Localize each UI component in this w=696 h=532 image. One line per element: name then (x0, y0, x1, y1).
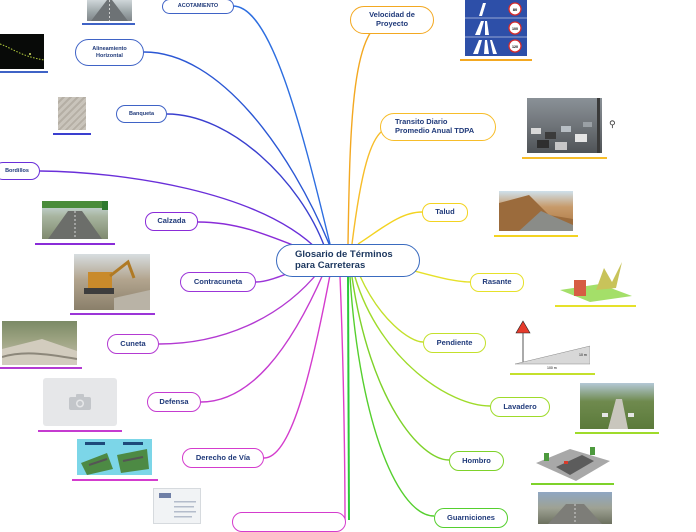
image-contracuneta[interactable] (74, 254, 150, 310)
link-bordillos (39, 170, 321, 253)
speed-sign-label: 120 (512, 45, 518, 49)
image-cuneta[interactable] (2, 321, 77, 365)
speed-sign-120 (508, 39, 522, 53)
topic-label: Bordillos (5, 167, 29, 174)
topic-velocidad-de-proyecto[interactable]: Velocidad de Proyecto (350, 6, 434, 34)
speed-sign-100 (508, 21, 522, 35)
topic-label: ACOTAMIENTO (177, 3, 219, 10)
image-lavadero[interactable] (580, 383, 654, 429)
image-document[interactable] (153, 488, 201, 524)
link-talud (357, 211, 423, 245)
image-talud[interactable] (499, 191, 573, 231)
topic-label: Guarniciones (447, 512, 495, 522)
central-topic-label: Glosario de Términos para Carreteras (295, 248, 393, 271)
topic-alineamiento-horizontal[interactable]: Alineamiento Horizontal (75, 39, 144, 66)
topic-rasante[interactable]: Rasante (470, 273, 524, 292)
topic-label: Cuneta (120, 338, 146, 348)
ditch-photo-icon (2, 339, 77, 365)
image-derecho-de-via[interactable] (77, 439, 152, 475)
image-alineamiento[interactable] (0, 34, 44, 69)
link-acotamiento (232, 5, 331, 245)
link-icon[interactable]: ⚲ (609, 120, 616, 130)
link-defensa (200, 271, 325, 403)
slope-gradient-diagram: 10 m 100 m (515, 320, 590, 370)
topic-guarniciones[interactable]: Guarniciones (434, 508, 508, 528)
image-tdpa-traffic[interactable] (527, 98, 602, 153)
topic-pendiente[interactable]: Pendiente (423, 333, 486, 353)
topic-label: Derecho de Vía (195, 452, 251, 462)
topic-tdpa[interactable]: Transito Diario Promedio Anual TDPA (380, 113, 496, 141)
link-pendiente (359, 275, 424, 343)
link-cuneta (158, 269, 321, 345)
image-placeholder-defensa[interactable] (43, 378, 117, 426)
shoulder-diagram-icon (536, 447, 610, 481)
topic-talud[interactable]: Talud (422, 203, 468, 222)
link-derecho (263, 274, 331, 459)
speed-signs-image: 80 100 120 (465, 2, 527, 54)
topic-label: Hombro (462, 455, 491, 465)
topic-label: Rasante (482, 277, 512, 287)
excavator-photo-icon (84, 259, 150, 310)
topic-label: Calzada (157, 216, 186, 226)
speed-sign-label: 100 (512, 27, 518, 31)
central-topic[interactable]: Glosario de Términos para Carreteras (276, 244, 420, 277)
speed-sign-label: 80 (513, 7, 518, 12)
road-photo-icon (91, 0, 128, 21)
slope-height-label: 10 m (579, 353, 587, 357)
curb-photo-icon (548, 504, 602, 524)
culvert-photo-icon (602, 399, 634, 429)
topic-bottom-left[interactable] (232, 512, 346, 532)
image-hombro[interactable] (536, 441, 610, 481)
topic-label: Banqueta (128, 110, 155, 117)
image-calzada[interactable] (42, 201, 108, 239)
topic-acotamiento[interactable]: ACOTAMIENTO (162, 0, 234, 14)
link-guarniciones (349, 276, 435, 517)
slope-photo-icon (499, 195, 573, 231)
link-hombro (351, 276, 450, 461)
image-banqueta[interactable] (58, 97, 86, 130)
topic-label: Velocidad de Proyecto (369, 10, 415, 28)
slope-run-label: 100 m (547, 366, 557, 370)
topic-label: Pendiente (436, 337, 473, 347)
link-alineamiento (143, 51, 331, 247)
topic-defensa[interactable]: Defensa (147, 392, 201, 412)
topic-hombro[interactable]: Hombro (449, 451, 504, 471)
topic-label: Defensa (159, 396, 189, 406)
topic-cuneta[interactable]: Cuneta (107, 334, 159, 354)
link-banqueta (166, 113, 326, 249)
topic-label: Transito Diario Promedio Anual TDPA (395, 117, 475, 135)
link-bottom-center (347, 276, 350, 520)
document-page-icon (159, 493, 196, 518)
topic-bordillos[interactable]: Bordillos (0, 162, 40, 180)
highway-photo-icon (42, 201, 108, 239)
image-velocidad-signs[interactable]: 80 100 120 (465, 0, 527, 56)
image-rasante[interactable] (560, 262, 632, 302)
image-pendiente[interactable]: 10 m 100 m (515, 318, 590, 370)
topic-derecho-de-via[interactable]: Derecho de Vía (182, 448, 264, 468)
image-acotamiento[interactable] (87, 0, 132, 21)
speed-sign-80 (508, 2, 522, 16)
grade-diagram-icon (560, 262, 632, 302)
camera-icon (69, 394, 91, 410)
topic-lavadero[interactable]: Lavadero (490, 397, 550, 417)
topic-label: Contracuneta (193, 276, 243, 286)
link-lavadero (354, 276, 491, 407)
topic-banqueta[interactable]: Banqueta (116, 105, 167, 123)
topic-label: Talud (435, 207, 455, 217)
topic-label: Alineamiento Horizontal (92, 46, 127, 59)
night-road-photo-icon (0, 43, 44, 61)
link-bottom-left (339, 275, 346, 520)
traffic-photo-icon (531, 98, 600, 153)
right-of-way-diagram-icon (81, 442, 149, 475)
topic-label: Lavadero (503, 401, 537, 411)
topic-calzada[interactable]: Calzada (145, 212, 198, 231)
image-guarniciones[interactable] (538, 492, 612, 524)
topic-contracuneta[interactable]: Contracuneta (180, 272, 256, 292)
